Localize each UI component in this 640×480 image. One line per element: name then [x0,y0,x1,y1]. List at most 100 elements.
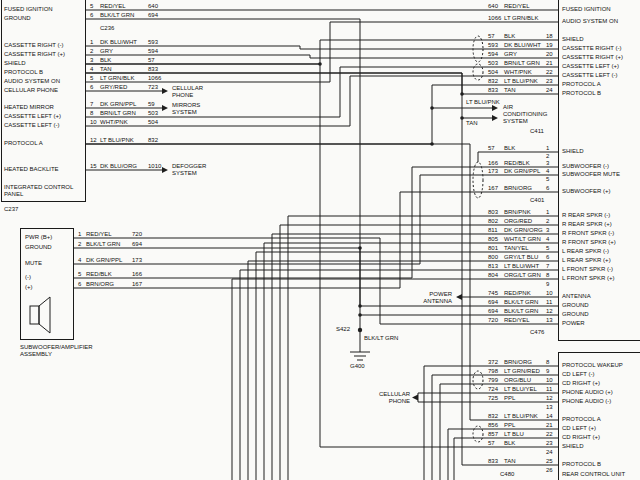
wire-label: LT BLU [504,431,524,438]
amplifier-box: PWR (B+)GROUNDMUTE(-)(+)SUBWOOFER/AMPLIF… [20,228,74,340]
wire-label: 6 [78,281,81,288]
pin-function: CASSETTE LEFT (+) [562,63,619,70]
pin-function: CASSETTE RIGHT (+) [562,54,623,61]
wire-label: ORG/BLU [504,377,531,384]
wire-connector [86,40,558,64]
wire-label: 811 [488,227,498,234]
wire-label: RED/BLK [504,160,530,167]
shield-oval [473,371,483,389]
wire-label: 13 [546,317,553,324]
wire-label: 5 [78,271,81,278]
pin-function: PROTOCOL A [4,140,43,147]
wire-label: 18 [546,33,553,40]
shield-oval [473,64,483,80]
pin-function: L REAR SPKR (-) [562,248,609,255]
wire-connector [74,192,558,288]
wire-label: 57 [488,33,495,40]
arrowhead-group [162,62,498,400]
wire-label: 799 [488,377,498,384]
pin-function: R REAR SPKR (-) [562,212,610,219]
pin-function: HEATED BACKLITE [4,166,59,173]
wire-label: LT BLU/PNK [466,99,500,106]
pin-function: CD RIGHT (+) [562,434,600,441]
pin-function: SUBWOOFER (+) [562,188,611,195]
wire-label: C480 [500,471,514,478]
wire-label: LT BLU/YEL [504,386,537,393]
wire-label: 7 [90,101,93,108]
pin-function: CASSETTE RIGHT (-) [4,42,64,49]
wire-label: 640 [488,3,498,10]
wire-label: TAN/YEL [504,245,529,252]
wire-label: 24 [546,87,553,94]
wire-label: 2 [90,48,93,55]
pin-function: GROUND [4,15,31,22]
arrowhead [162,88,498,401]
wire-connector [86,73,558,465]
wire-label: 504 [488,69,498,76]
wire-label: 800 [488,254,498,261]
wire-connector [86,85,558,144]
wire-label: 503 [488,60,498,67]
wire-label: TAN [466,120,478,127]
wire-label: 25 [546,458,553,465]
system-callout: CELLULAR PHONE [172,85,216,99]
wire-label: GRY/RED [100,84,127,91]
wire-label: DK BLU/WHT [504,42,541,49]
wire-label: LT BLU/PNK [100,137,134,144]
wire-label: RED/YEL [100,3,126,10]
wire-label: 4 [90,66,93,73]
wire-label: BRN/ORG [86,281,114,288]
wire-label: 5 [90,75,93,82]
pin-function: PROTOCOL A [562,81,601,88]
wire-label: LT GRN/BLK [100,75,134,82]
wire-label: RED/YEL [86,231,112,238]
wire-connector [74,248,558,306]
wire-label: 2 [78,241,81,248]
wire-label: ORG/LT GRN [504,272,541,279]
wire-label: PPL [504,422,515,429]
wire-label: 8 [546,272,549,279]
pin-function: CD LEFT (-) [562,371,595,378]
wire-connector [86,67,558,117]
pin-function: R FRONT SPKR (+) [562,239,616,246]
wire-label: 1010 [148,163,161,170]
wire-label: 856 [488,422,498,429]
wire-label: 640 [148,3,158,10]
pin-function: GROUND [25,244,52,251]
pin-function: SHIELD [562,443,584,450]
wire-group [30,36,558,480]
wire-label: 503 [148,110,158,117]
wire-label: 10 [546,290,553,297]
wire-label: C411 [530,128,544,135]
wire-label: LT BLU/PNK [504,78,538,85]
wire-label: 694 [132,241,142,248]
wire-label: TAN [100,66,112,73]
wire-label: BRN/LT GRN [504,60,540,67]
pin-function: L REAR SPKR (+) [562,257,611,264]
wire-label: TAN [504,87,516,94]
wire-label: 504 [148,119,158,126]
pin-function: PWR (B+) [25,234,52,241]
pin-function: CD RIGHT (+) [562,380,600,387]
wire-label: 6 [90,84,93,91]
wire-label: 57 [488,440,495,447]
wire-label: 832 [148,137,158,144]
wire-label: 3 [90,57,93,64]
wire-label: 1 [90,39,93,46]
wire-label: LT BLU/PNK [504,413,538,420]
wire-label: 802 [488,218,498,225]
wire-label: 23 [546,78,553,85]
wire-label: 1066 [488,15,501,22]
wire-label: 26 [546,467,553,474]
wire-label: LT GRN/RED [504,368,540,375]
wire-label: 57 [488,145,495,152]
pin-function: PROTOCOL B [562,90,601,97]
wire-label: 593 [488,42,498,49]
wire-label: 11 [546,386,552,393]
wire-label: BRN/ORG [504,359,532,366]
wire-connector [74,167,558,278]
wire-label: 20 [546,51,553,58]
wire-label: 6 [90,12,93,19]
wire-label: 12 [546,308,553,315]
